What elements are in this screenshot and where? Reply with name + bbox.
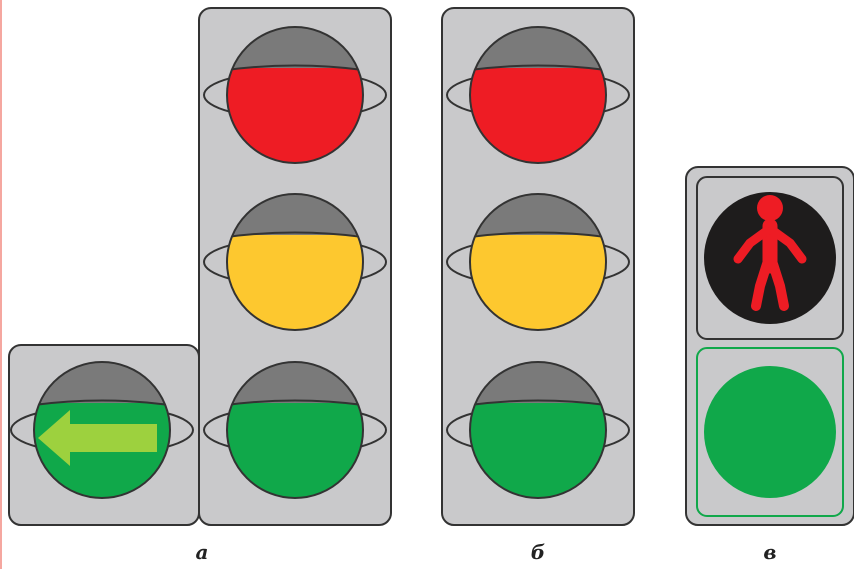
- green-lamp-a: [203, 361, 387, 499]
- image-left-edge: [0, 0, 2, 569]
- yellow-lamp-a: [203, 193, 387, 331]
- traffic-light-b: [441, 7, 635, 526]
- caption-a: а: [195, 540, 209, 564]
- pedestrian-green-lamp: [704, 366, 836, 498]
- yellow-lamp-b: [446, 193, 630, 331]
- caption-c: в: [763, 540, 777, 564]
- left-arrow-icon: [38, 410, 157, 466]
- traffic-light-a: [8, 7, 392, 526]
- pedestrian-traffic-light: [685, 166, 854, 526]
- green-arrow-lamp: [10, 361, 194, 499]
- caption-b: б: [530, 540, 546, 564]
- pedestrian-icon: [733, 195, 807, 311]
